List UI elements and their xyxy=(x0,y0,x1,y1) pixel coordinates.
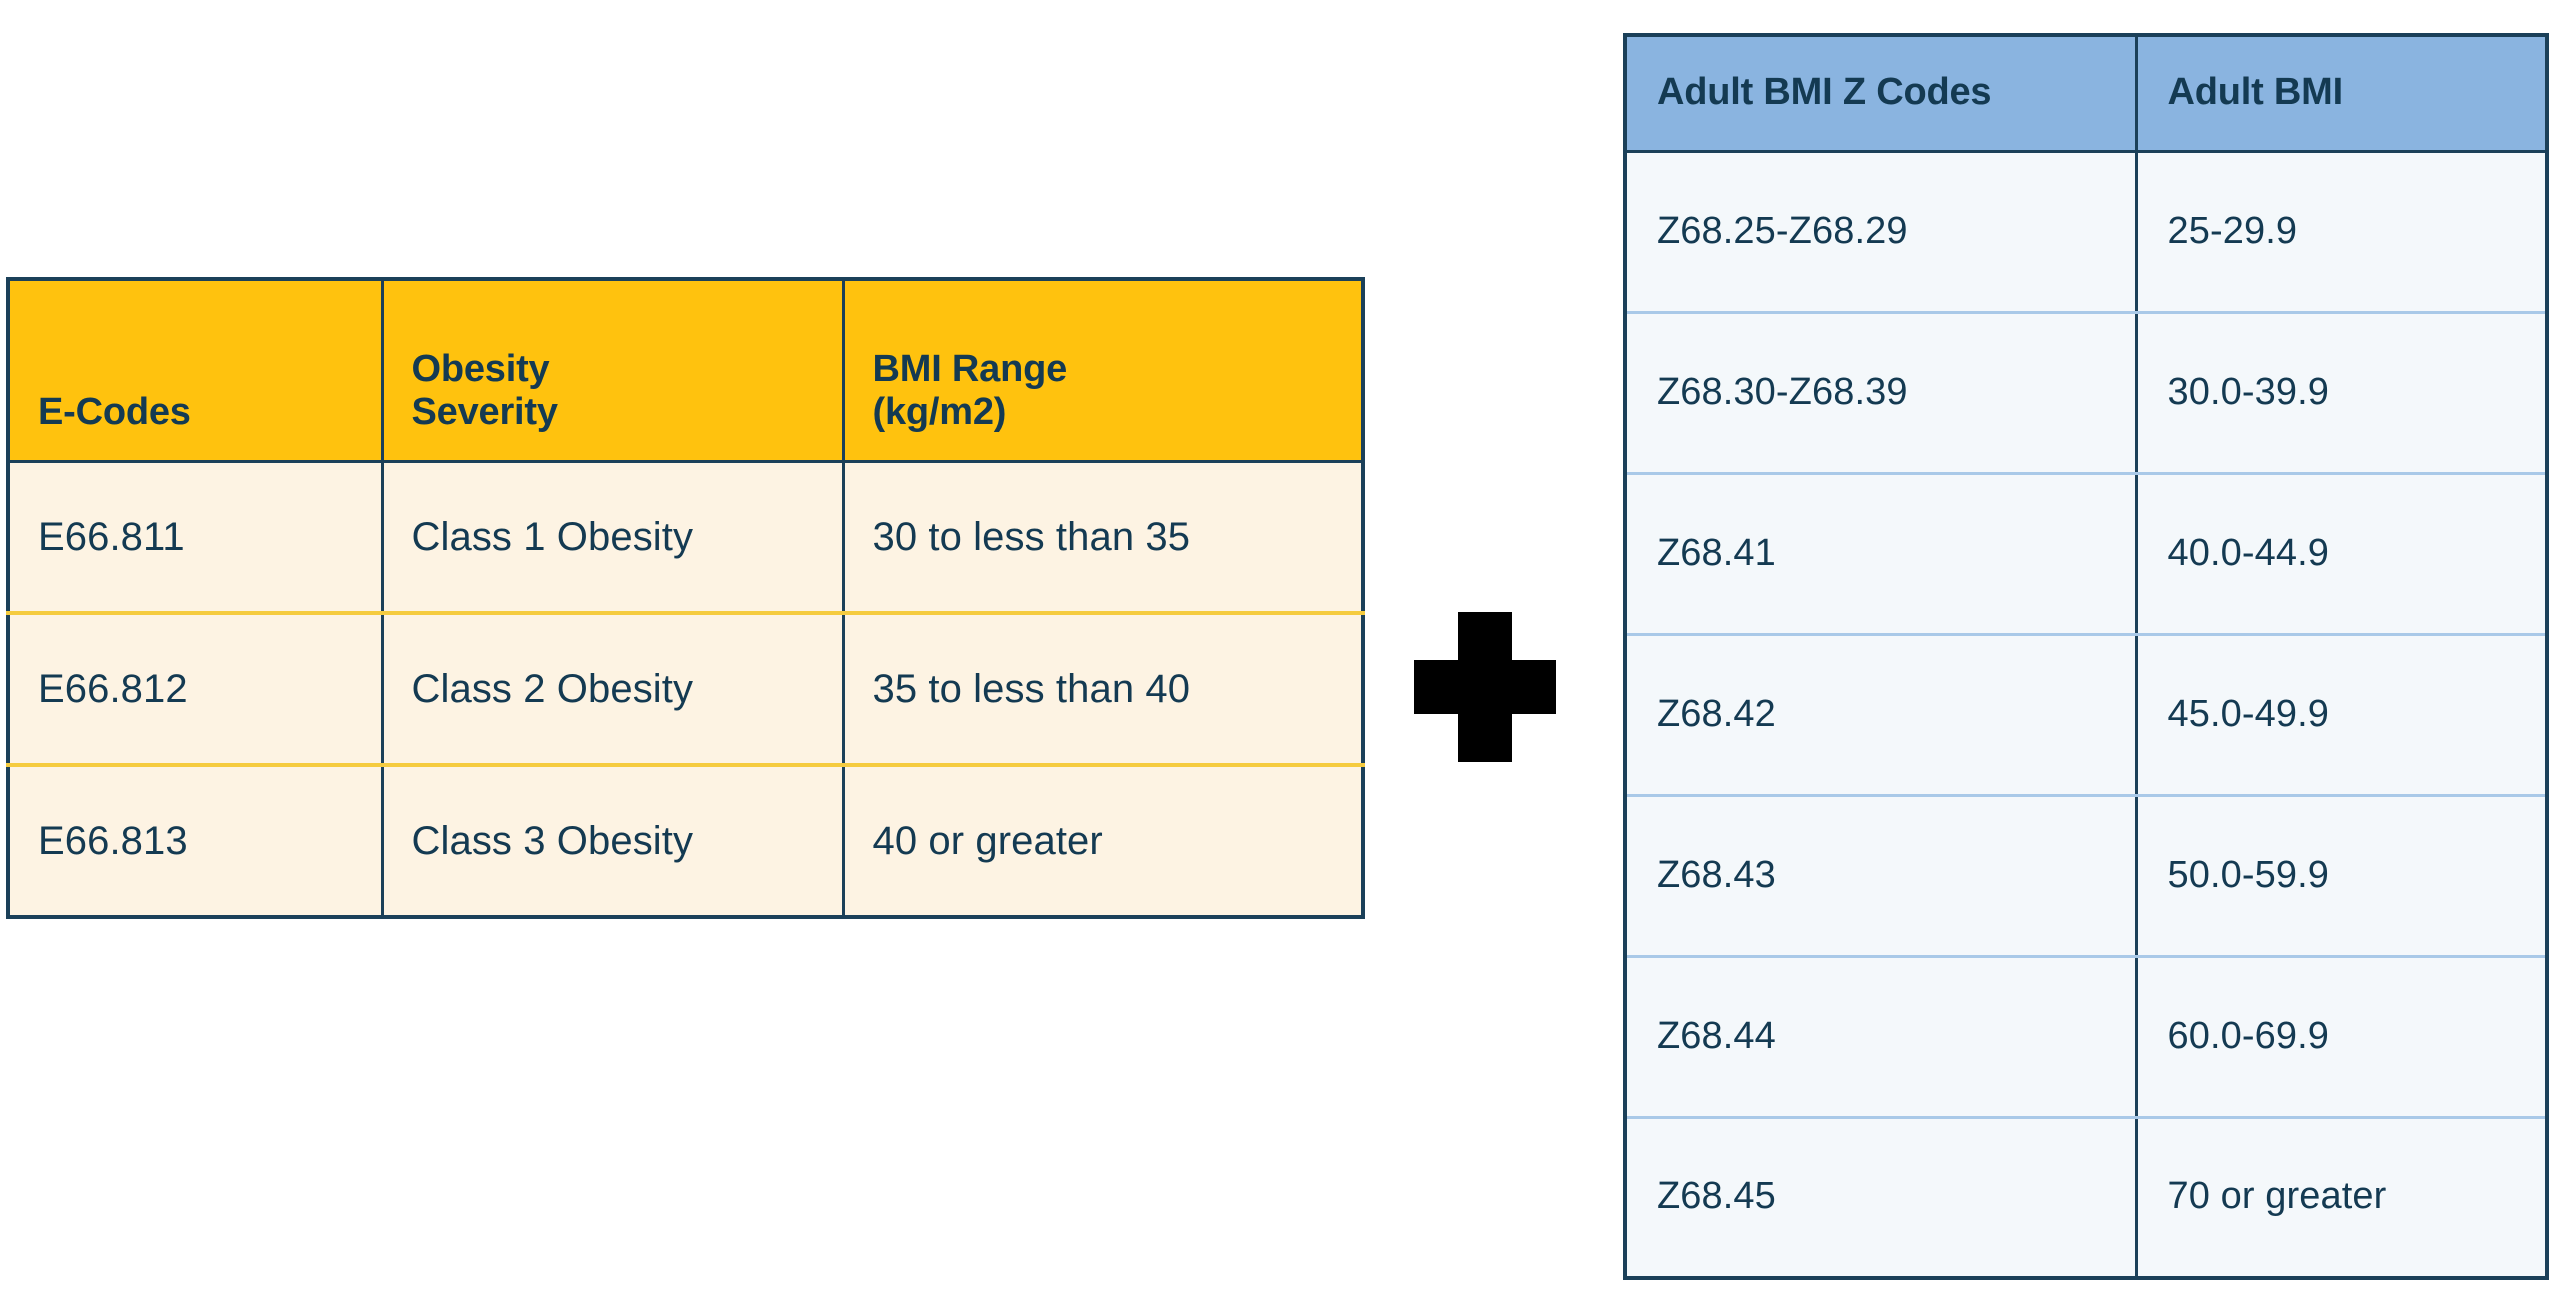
table-row: Z68.43 50.0-59.9 xyxy=(1625,795,2547,958)
cell-severity: Class 3 Obesity xyxy=(382,765,845,917)
cell-severity: Class 1 Obesity xyxy=(382,461,845,615)
table-row: Z68.41 40.0-44.9 xyxy=(1625,473,2547,636)
table-row: Z68.45 70 or greater xyxy=(1625,1117,2547,1278)
plus-icon xyxy=(1414,612,1556,762)
table-row: E66.811 Class 1 Obesity 30 to less than … xyxy=(8,461,1363,615)
table-row: Z68.25-Z68.29 25-29.9 xyxy=(1625,151,2547,314)
zcode-bmi-table: Adult BMI Z Codes Adult BMI Z68.25-Z68.2… xyxy=(1623,33,2549,1280)
cell-ecode: E66.813 xyxy=(8,765,384,917)
ecode-bmi-table: E-Codes Obesity Severity BMI Range (kg/m… xyxy=(6,277,1365,919)
column-header-ecodes-label: E-Codes xyxy=(38,390,191,433)
column-header-obesity-severity: Obesity Severity xyxy=(382,279,845,463)
cell-adult-bmi: 25-29.9 xyxy=(2136,151,2547,314)
cell-adult-bmi: 50.0-59.9 xyxy=(2136,795,2547,958)
table-header-row: Adult BMI Z Codes Adult BMI xyxy=(1625,35,2547,153)
cell-zcode: Z68.44 xyxy=(1625,956,2138,1119)
table-row: Z68.42 45.0-49.9 xyxy=(1625,634,2547,797)
column-header-obesity-severity-line2: Severity xyxy=(411,390,558,433)
cell-bmi-range: 35 to less than 40 xyxy=(843,613,1363,767)
column-header-bmi-range-line2: (kg/m2) xyxy=(872,390,1007,433)
table-row: Z68.30-Z68.39 30.0-39.9 xyxy=(1625,312,2547,475)
cell-bmi-range: 40 or greater xyxy=(843,765,1363,917)
cell-severity: Class 2 Obesity xyxy=(382,613,845,767)
cell-ecode: E66.811 xyxy=(8,461,384,615)
column-header-adult-bmi-z-codes: Adult BMI Z Codes xyxy=(1625,35,2138,153)
plus-icon-vertical-bar xyxy=(1458,612,1512,762)
table-row: E66.813 Class 3 Obesity 40 or greater xyxy=(8,765,1363,917)
cell-zcode: Z68.43 xyxy=(1625,795,2138,958)
cell-adult-bmi: 60.0-69.9 xyxy=(2136,956,2547,1119)
cell-zcode: Z68.30-Z68.39 xyxy=(1625,312,2138,475)
cell-zcode: Z68.45 xyxy=(1625,1117,2138,1278)
column-header-bmi-range: BMI Range (kg/m2) xyxy=(843,279,1363,463)
cell-zcode: Z68.42 xyxy=(1625,634,2138,797)
cell-bmi-range: 30 to less than 35 xyxy=(843,461,1363,615)
column-header-obesity-severity-line1: Obesity xyxy=(411,348,550,391)
cell-ecode: E66.812 xyxy=(8,613,384,767)
table-header-row: E-Codes Obesity Severity BMI Range (kg/m… xyxy=(8,279,1363,463)
column-header-bmi-range-line1: BMI Range xyxy=(872,348,1068,391)
cell-adult-bmi: 40.0-44.9 xyxy=(2136,473,2547,636)
cell-zcode: Z68.41 xyxy=(1625,473,2138,636)
ghost-header-text xyxy=(38,361,381,387)
column-header-ecodes: E-Codes xyxy=(8,279,384,463)
cell-zcode: Z68.25-Z68.29 xyxy=(1625,151,2138,314)
table-row: Z68.44 60.0-69.9 xyxy=(1625,956,2547,1119)
cell-adult-bmi: 45.0-49.9 xyxy=(2136,634,2547,797)
table-row: E66.812 Class 2 Obesity 35 to less than … xyxy=(8,613,1363,767)
cell-adult-bmi: 30.0-39.9 xyxy=(2136,312,2547,475)
cell-adult-bmi: 70 or greater xyxy=(2136,1117,2547,1278)
column-header-adult-bmi: Adult BMI xyxy=(2136,35,2547,153)
